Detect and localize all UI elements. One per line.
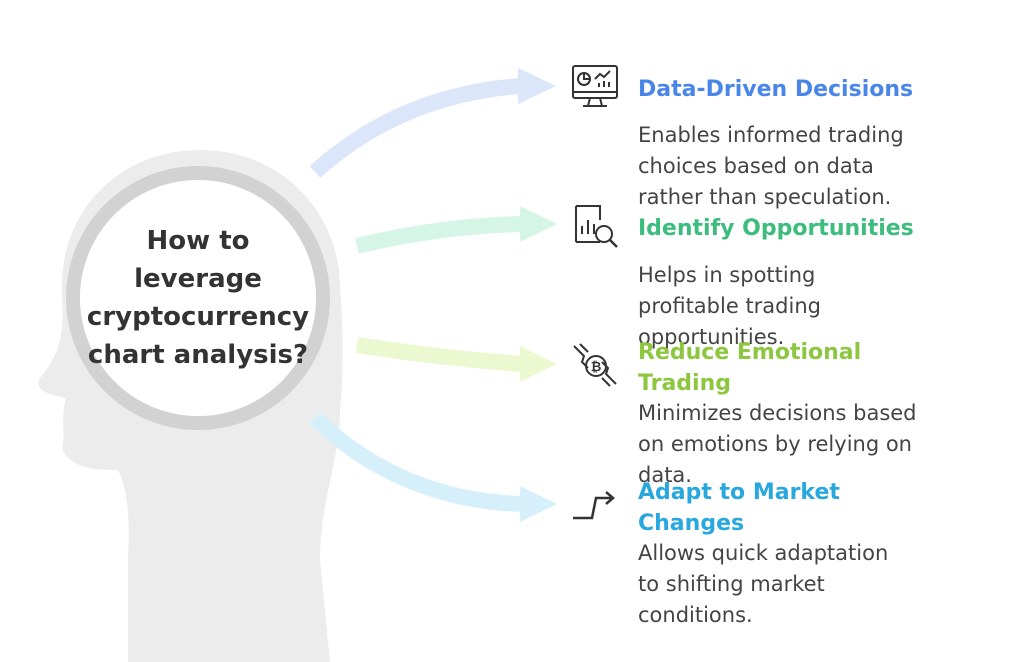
arrow-4 (309, 412, 557, 522)
item-title-line: Reduce Emotional (638, 340, 862, 365)
central-question-line: leverage (134, 264, 262, 294)
monitor-chart-icon (572, 65, 618, 107)
item-title-identify-opportunities: Identify Opportunities (638, 213, 914, 244)
central-question-line: cryptocurrency (86, 302, 310, 332)
item-title-line: Adapt to Market (638, 480, 840, 505)
arrow-3 (355, 337, 557, 382)
item-desc-data-driven-decisions: Enables informed trading choices based o… (638, 120, 904, 213)
item-desc-line: Minimizes decisions based (638, 401, 917, 425)
item-title-line: Data-Driven Decisions (638, 77, 914, 102)
item-desc-line: on emotions by relying on (638, 432, 912, 456)
item-desc-reduce-emotional-trading: Minimizes decisions based on emotions by… (638, 398, 917, 491)
item-desc-line: to shifting market (638, 572, 825, 596)
item-title-data-driven-decisions: Data-Driven Decisions (638, 74, 913, 105)
arrow-2 (355, 206, 557, 254)
item-desc-line: rather than speculation. (638, 185, 892, 209)
item-desc-line: data. (638, 463, 692, 487)
central-question-line: How to (146, 226, 250, 256)
item-desc-line: conditions. (638, 603, 753, 627)
item-title-line: Trading (638, 371, 731, 396)
arrow-1 (309, 68, 556, 178)
item-desc-adapt-to-market-changes: Allows quick adaptation to shifting mark… (638, 538, 888, 631)
item-title-line: Changes (638, 511, 745, 536)
central-question: How to leverage cryptocurrency chart ana… (58, 222, 338, 374)
item-title-reduce-emotional-trading: Reduce Emotional Trading (638, 337, 861, 399)
trend-arrow-icon (573, 491, 615, 520)
head-inner-disc (80, 180, 316, 416)
item-title-line: Identify Opportunities (638, 216, 914, 241)
item-desc-line: Enables informed trading (638, 123, 904, 147)
item-desc-line: Allows quick adaptation (638, 541, 889, 565)
bitcoin-hand-icon: ₿ (573, 343, 617, 387)
item-desc-identify-opportunities: Helps in spotting profitable trading opp… (638, 260, 821, 353)
item-desc-line: profitable trading (638, 294, 821, 318)
item-title-adapt-to-market-changes: Adapt to Market Changes (638, 477, 840, 539)
item-desc-line: opportunities. (638, 325, 785, 349)
svg-text:₿: ₿ (591, 360, 602, 375)
central-question-line: chart analysis? (87, 340, 309, 370)
head-ring (66, 166, 330, 430)
item-desc-line: Helps in spotting (638, 263, 816, 287)
chart-search-icon (575, 205, 618, 248)
item-desc-line: choices based on data (638, 154, 874, 178)
